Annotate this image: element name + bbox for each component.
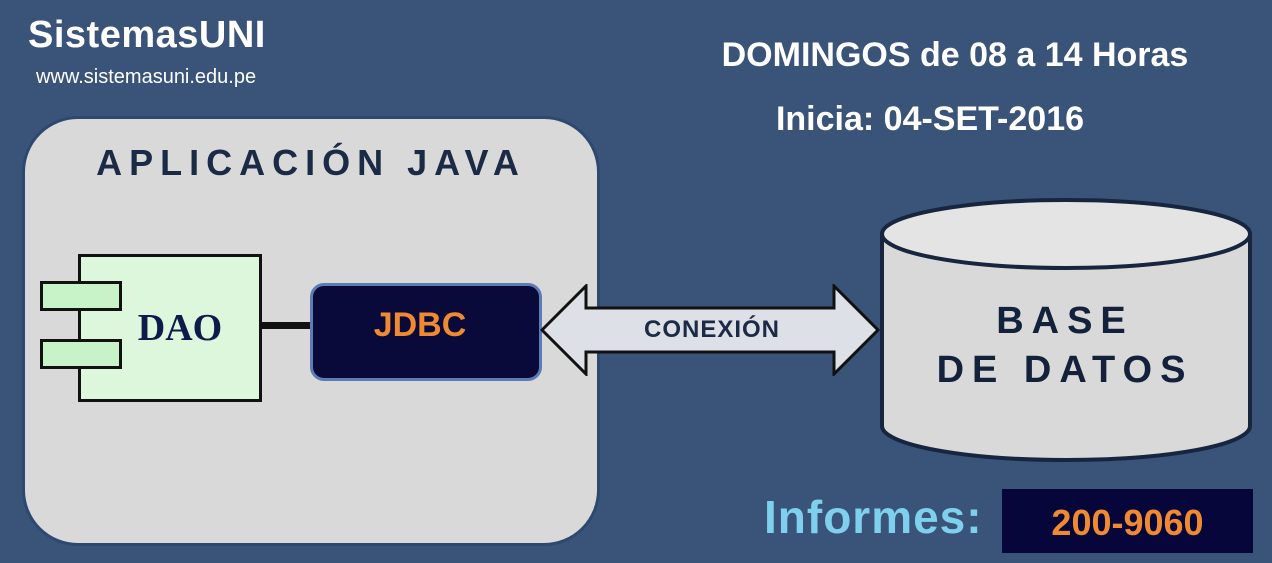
dao-jdbc-connector <box>262 322 312 329</box>
jdbc-label: JDBC <box>373 306 467 344</box>
component-tab-bottom <box>40 339 122 369</box>
start-date-text: Inicia: 04-SET-2016 <box>775 100 1085 138</box>
informes-label: Informes: <box>764 491 983 543</box>
brand-title: SistemasUNI <box>28 14 266 56</box>
jdbc-box <box>310 283 542 381</box>
database-label-line1: BASE <box>996 300 1134 342</box>
java-application-title: APLICACIÓN JAVA <box>96 142 526 183</box>
dao-label: DAO <box>137 307 223 349</box>
double-arrow-icon <box>540 284 880 376</box>
schedule-text: DOMINGOS de 08 a 14 Horas <box>721 36 1189 74</box>
database-label-line2: DE DATOS <box>936 349 1194 391</box>
component-tab-top <box>40 281 122 311</box>
phone-box <box>1002 489 1253 553</box>
database-cylinder-icon <box>880 198 1252 462</box>
connection-label: CONEXIÓN <box>643 316 780 343</box>
phone-number: 200-9060 <box>1051 502 1204 543</box>
brand-url: www.sistemasuni.edu.pe <box>36 66 257 88</box>
dao-component-box <box>78 254 262 402</box>
